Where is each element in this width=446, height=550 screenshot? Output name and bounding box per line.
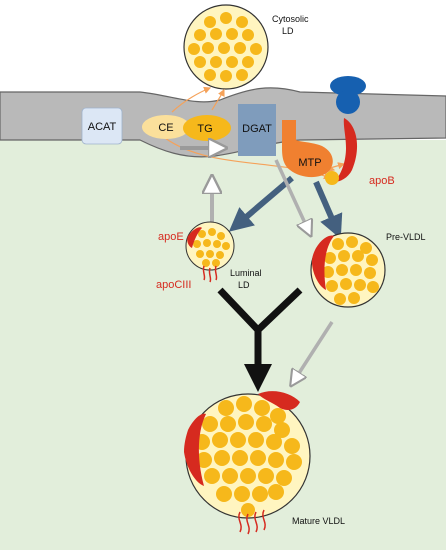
mature-vldl-particle: [184, 391, 311, 519]
cytosolic-lipid-droplet: [183, 4, 269, 90]
luminal-ld-label-line1: Luminal: [230, 268, 262, 278]
apociii-on-mature-icon: [238, 509, 266, 535]
apociii-label: apoCIII: [156, 279, 191, 291]
ce-ellipse: [142, 115, 190, 139]
tg-label: TG: [197, 123, 212, 135]
pre-vldl-label: Pre-VLDL: [386, 232, 426, 242]
pre-vldl-particle: [310, 232, 386, 308]
apob-lipid-droplet: [325, 171, 339, 185]
acat-box: [81, 107, 123, 145]
mtp-to-luminal-arrow: [228, 175, 294, 232]
dgat-label: DGAT: [242, 123, 272, 135]
tg-ellipse: [183, 115, 231, 141]
cytosolic-ld-label-line2: LD: [282, 26, 294, 36]
apob-nascent-shape: [334, 118, 358, 182]
dgat-box: [238, 104, 276, 156]
ce-label: CE: [158, 122, 173, 134]
ce-to-ld-arrow: [171, 86, 212, 113]
previdl-to-mature-hollow-arrow: [292, 321, 334, 384]
mature-vldl-label: Mature VLDL: [292, 516, 345, 526]
apoe-label: apoE: [158, 231, 184, 243]
acat-label: ACAT: [88, 121, 117, 133]
dgat-to-previdl-hollow-arrow: [274, 159, 310, 234]
mtp-label: MTP: [298, 157, 321, 169]
mtp-shape: [282, 120, 333, 178]
luminal-ld-label-line2: LD: [238, 280, 250, 290]
apob-label: apoB: [369, 175, 395, 187]
apociii-on-luminal-icon: [202, 265, 218, 283]
cytosolic-ld-label-line1: Cytosolic: [272, 14, 309, 24]
apob-side-arrow: [329, 162, 346, 170]
mtp-to-previdl-arrow: [313, 180, 343, 240]
luminal-lipid-droplet: [185, 221, 235, 271]
tg-to-ld-arrow: [211, 88, 225, 111]
ribosome-icon: [330, 76, 366, 114]
fusion-arrow: [217, 287, 303, 392]
